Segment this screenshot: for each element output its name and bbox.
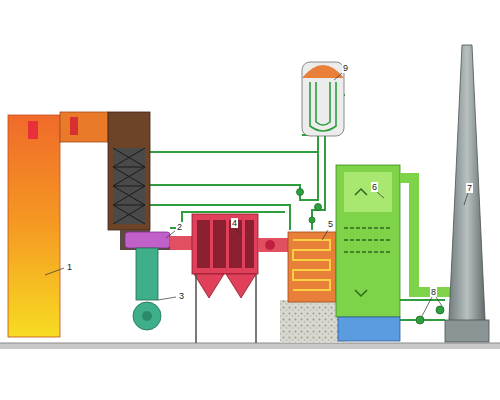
precipitator-part [194, 274, 224, 298]
backpass-part [60, 112, 108, 142]
precipitator-part [265, 240, 275, 250]
leader-lines-part [436, 297, 442, 306]
precipitator [192, 214, 290, 343]
vessel [302, 62, 344, 136]
gas-heater-part [293, 240, 330, 290]
callout-number: 1 [66, 262, 73, 272]
absorber-tower-part [400, 178, 452, 292]
boiler-part [8, 115, 60, 337]
callout-number: 9 [342, 63, 349, 73]
absorber-tower-part [338, 317, 400, 341]
ground [0, 343, 500, 349]
fan-part [133, 302, 161, 330]
callout-number: 2 [176, 222, 183, 232]
absorber-tower-part [344, 228, 392, 252]
boiler-part [28, 121, 38, 139]
pumps-part [416, 316, 424, 324]
backpass-part [70, 117, 78, 135]
precipitator-part [192, 214, 258, 274]
damper-duct-part [125, 232, 170, 248]
valves-part [315, 204, 322, 211]
absorber-tower-part [355, 290, 367, 296]
vessel-part [310, 82, 336, 131]
precipitator-part [213, 220, 226, 268]
callout-number: 3 [178, 291, 185, 301]
vessel-part [302, 62, 344, 136]
absorber-tower-part [344, 172, 392, 212]
backpass-part [120, 230, 170, 250]
callout-number: 5 [327, 219, 334, 229]
valves [297, 189, 322, 224]
precipitator-part [258, 238, 290, 252]
precipitator-part [226, 274, 256, 298]
leader-lines-part [422, 297, 432, 316]
ground-part [0, 343, 500, 344]
boiler [8, 115, 60, 337]
backpass-part [108, 112, 150, 230]
valves-part [297, 189, 304, 196]
pumps [416, 306, 444, 324]
leader-lines-part [322, 230, 328, 240]
leader-lines [45, 73, 468, 316]
chimney [445, 45, 489, 342]
backpass-part [113, 148, 145, 224]
gas-heater-part [288, 232, 336, 302]
leader-lines-part [158, 297, 176, 300]
fan [133, 248, 161, 330]
fan-part [142, 311, 152, 321]
leader-lines-part [464, 193, 468, 205]
damper-duct [125, 232, 192, 250]
callout-number: 8 [430, 287, 437, 297]
absorber-tower-part [355, 189, 367, 195]
backpass [60, 112, 170, 250]
precipitator-part [245, 220, 254, 268]
green-pipes-part [150, 120, 318, 152]
leader-lines-part [166, 231, 175, 238]
absorber-tower-part [336, 165, 400, 317]
leader-lines-part [377, 192, 384, 198]
chimney-part [448, 45, 486, 340]
fan-part [136, 248, 158, 300]
vessel-part [302, 65, 344, 78]
chimney-part [445, 320, 489, 342]
precipitator-part [197, 220, 210, 268]
callout-number: 7 [466, 183, 473, 193]
leader-lines-part [235, 229, 242, 235]
callout-number: 6 [371, 182, 378, 192]
ground-part [0, 343, 500, 349]
green-pipes-part [150, 135, 318, 200]
absorber-tower [336, 165, 452, 341]
valves-part [309, 217, 315, 223]
backpass-part [113, 148, 145, 224]
green-pipes [150, 95, 445, 320]
precipitator-part [196, 274, 256, 343]
damper-duct-part [170, 236, 192, 250]
callout-number: 4 [231, 218, 238, 228]
leader-lines-part [45, 268, 64, 275]
backpass-part [113, 167, 145, 205]
leader-lines-part [334, 73, 342, 80]
pumps-part [436, 306, 444, 314]
